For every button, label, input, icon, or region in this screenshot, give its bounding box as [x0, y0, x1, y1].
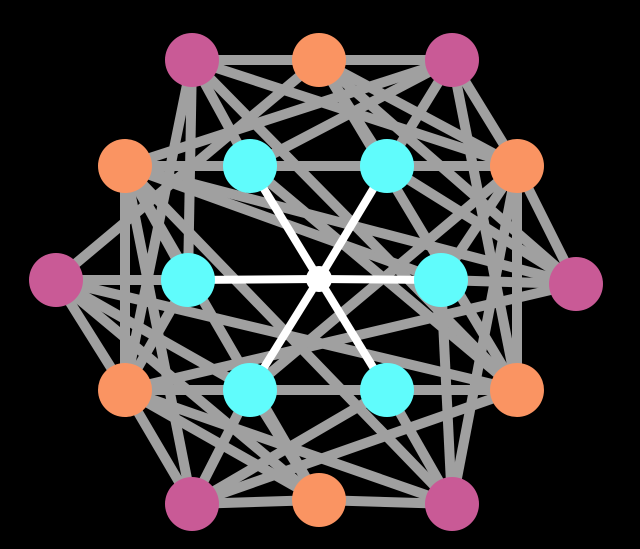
inner-node-i0 [223, 139, 277, 193]
outer-node-o5 [29, 253, 83, 307]
outer-node-o0 [165, 33, 219, 87]
edge-m0-m1 [316, 55, 520, 171]
middle-node-m4 [98, 363, 152, 417]
middle-node-m1 [490, 139, 544, 193]
edge-m0-m2 [314, 57, 522, 393]
middle-node-m2 [490, 363, 544, 417]
outer-node-o2 [549, 257, 603, 311]
edge-o4-m2 [190, 385, 519, 509]
outer-node-o4 [165, 477, 219, 531]
middle-node-m3 [292, 473, 346, 527]
edge-m3-m5 [120, 163, 324, 503]
edge-o1-m5 [123, 55, 454, 171]
edge-o5-m0 [52, 56, 323, 284]
edge-o2-m0 [315, 56, 580, 288]
edge-o4-m5 [120, 165, 197, 505]
edge-m3-m4 [122, 385, 322, 505]
edge-o1-m2 [447, 59, 522, 391]
inner-node-i4 [223, 363, 277, 417]
nodes-layer [29, 33, 603, 531]
inner-node-i5 [161, 253, 215, 307]
inner-node-i3 [360, 363, 414, 417]
outer-node-o1 [425, 33, 479, 87]
middle-node-m5 [98, 139, 152, 193]
inner-node-i1 [360, 139, 414, 193]
outer-node-o3 [425, 477, 479, 531]
edge-o5-m3 [52, 276, 323, 504]
center-node-c [306, 266, 332, 292]
middle-node-m0 [292, 33, 346, 87]
inner-node-i2 [414, 253, 468, 307]
